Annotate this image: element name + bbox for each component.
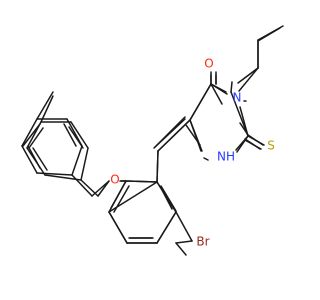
bond — [175, 240, 193, 244]
bond — [247, 135, 265, 146]
atom-labels: O N NH S O Br — [110, 57, 275, 249]
clean-bond-lines — [26, 25, 284, 244]
bond — [44, 174, 82, 181]
bond — [156, 211, 177, 244]
molecule-canvas: O N NH S O Br — [21, 25, 284, 256]
bond — [160, 187, 173, 210]
bond — [40, 95, 54, 123]
bond — [113, 185, 130, 213]
bond — [244, 139, 262, 150]
bond — [125, 180, 158, 183]
bond — [189, 119, 202, 152]
bond — [108, 211, 128, 244]
molecule-structure: O N NH S O Br — [21, 25, 284, 256]
bond-lines — [21, 27, 281, 256]
nh-group-label: NH — [217, 150, 235, 164]
bond — [68, 126, 84, 149]
bond — [239, 106, 249, 137]
nitrogen-n3-label: N — [233, 91, 242, 105]
bond — [230, 91, 249, 137]
bond — [28, 127, 44, 149]
bond — [175, 211, 193, 242]
bond — [157, 119, 191, 152]
oxygen-carbonyl-label: O — [204, 57, 213, 71]
bond — [210, 83, 228, 95]
oxygen-ether-label: O — [110, 173, 119, 187]
bond — [210, 83, 223, 105]
bond — [189, 83, 212, 121]
bond — [257, 25, 284, 41]
bond — [26, 121, 42, 149]
bond — [108, 180, 127, 213]
bond — [237, 67, 259, 84]
bond — [21, 145, 38, 174]
bond — [230, 81, 233, 93]
bond — [36, 91, 54, 120]
sulfur-label: S — [267, 139, 275, 153]
bond — [21, 118, 38, 147]
bond — [238, 67, 259, 92]
bond — [32, 147, 48, 171]
bond — [156, 150, 159, 183]
bromine-label: Br — [196, 235, 209, 249]
bond — [36, 172, 73, 176]
bond — [97, 180, 110, 197]
bond — [203, 157, 209, 161]
bond — [71, 145, 83, 176]
bond — [80, 179, 99, 197]
bond — [235, 135, 249, 151]
bond — [80, 147, 89, 181]
bond — [63, 123, 77, 147]
bond — [26, 147, 46, 176]
bond — [70, 121, 89, 149]
bond — [175, 242, 187, 256]
bond — [154, 116, 186, 148]
